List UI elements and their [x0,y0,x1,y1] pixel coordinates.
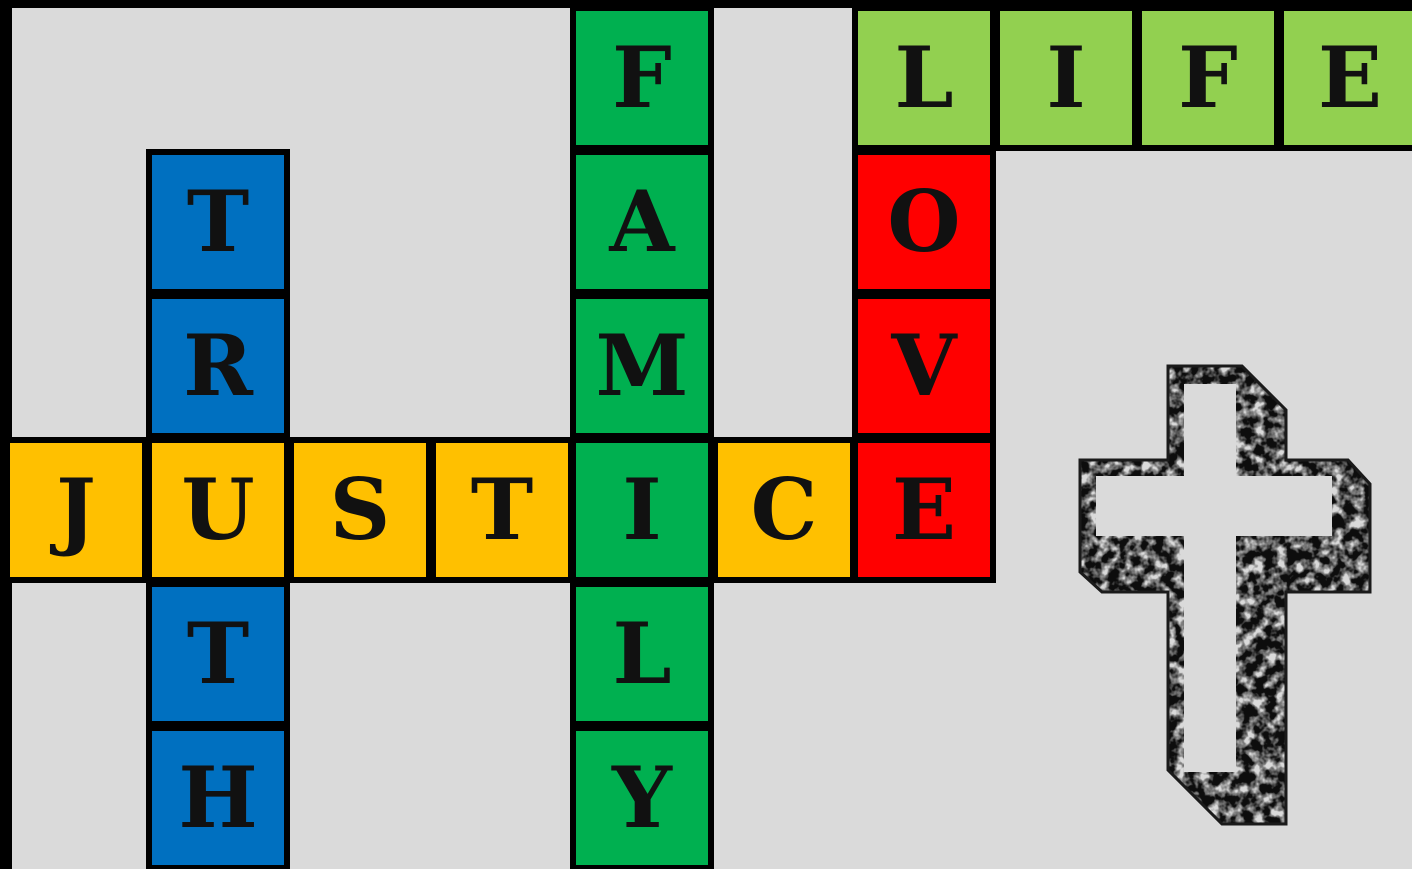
cell-family-i: I [570,437,714,583]
cell-truth-t2: T [146,581,290,727]
cell-love-o: O [852,149,996,295]
cell-family-l: L [570,581,714,727]
cell-justice-t: T [430,437,574,583]
cell-life-l: L [852,5,996,151]
cell-life-i: I [994,5,1138,151]
cell-justice-c: C [712,437,856,583]
cell-truth-h: H [146,725,290,869]
cell-love-v: V [852,293,996,439]
cell-family-y: Y [570,725,714,869]
cell-love-e: E [852,437,996,583]
cell-family-f: F [570,5,714,151]
cell-life-f: F [1136,5,1280,151]
grunge-cross-icon [1076,362,1376,832]
cell-family-m: M [570,293,714,439]
cell-truth-t: T [146,149,290,295]
cell-justice-u: U [146,437,290,583]
cell-justice-s: S [288,437,432,583]
cell-life-e: E [1278,5,1412,151]
cell-family-a: A [570,149,714,295]
frame-left-border [0,0,12,869]
cell-truth-r: R [146,293,290,439]
cell-justice-j: J [4,437,148,583]
